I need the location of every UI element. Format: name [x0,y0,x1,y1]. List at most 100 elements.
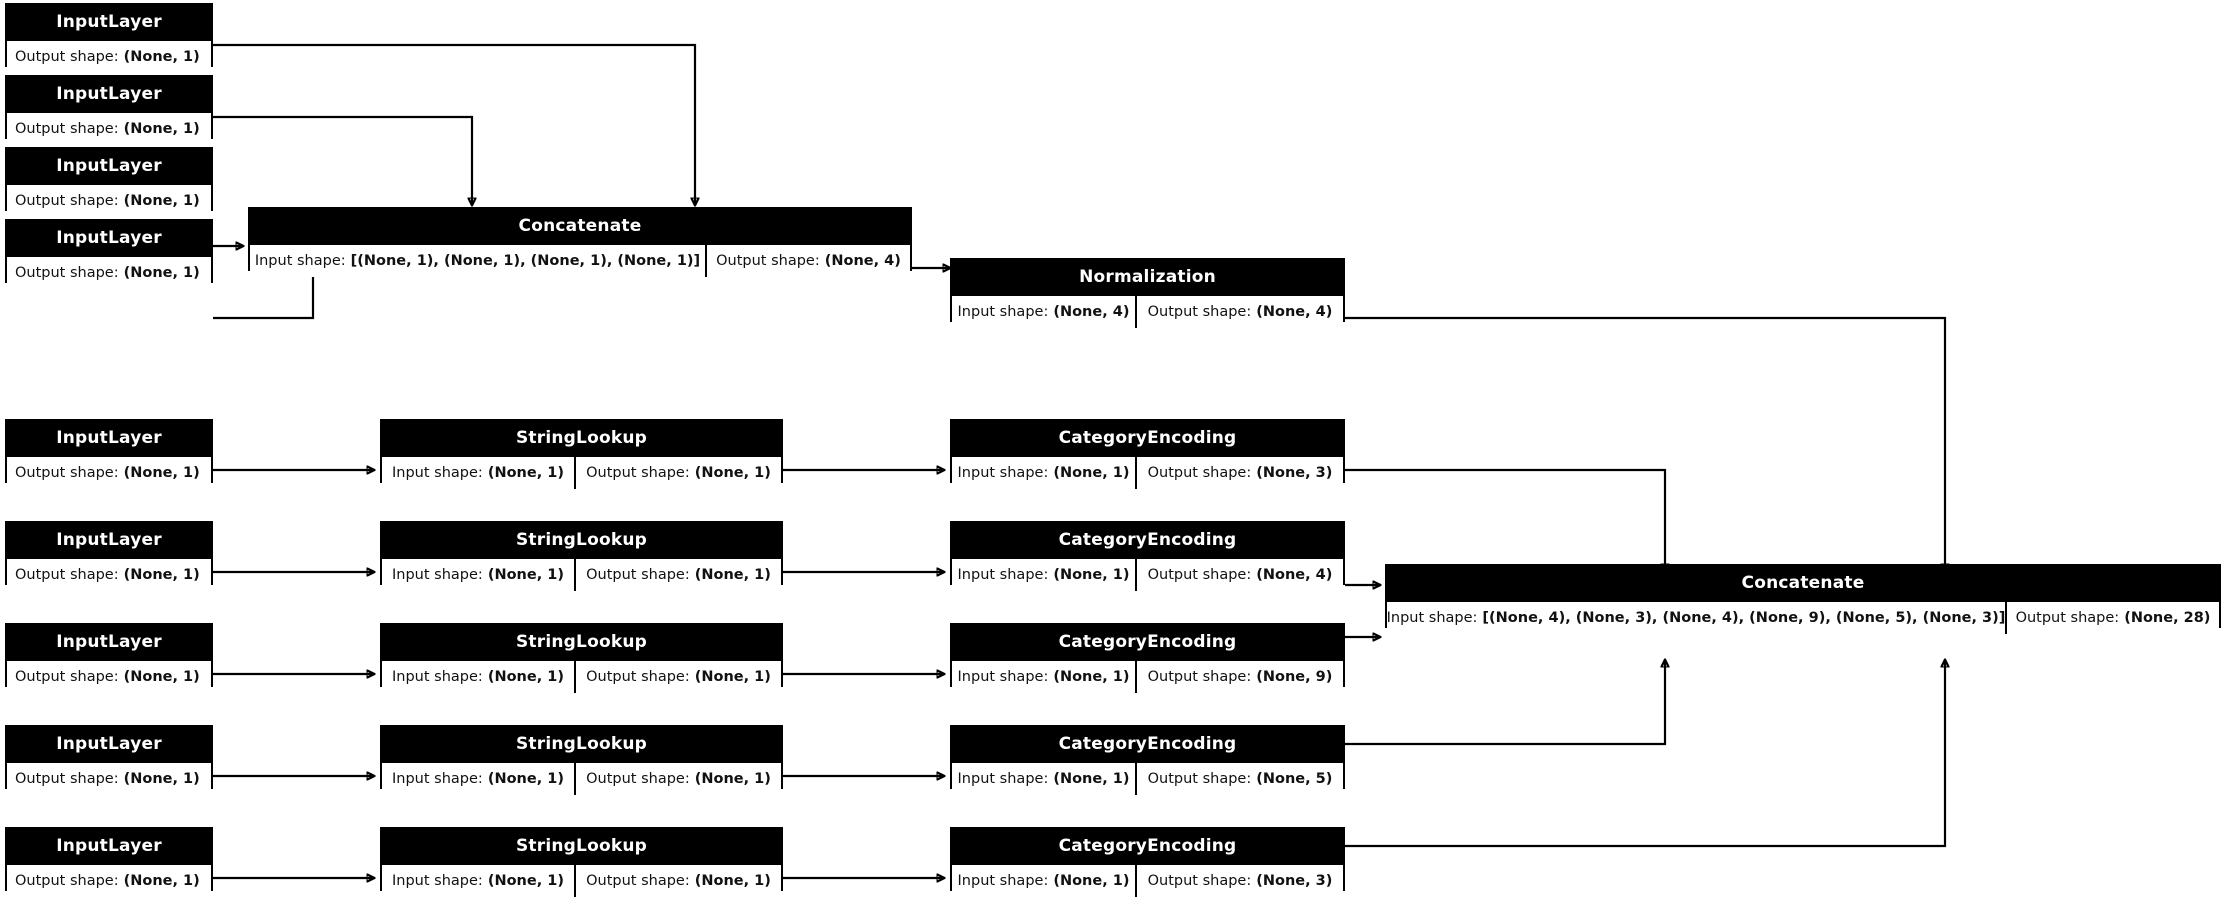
output-shape-label: Output shape: [15,121,119,137]
input-shape-cell: Input shape: (None, 1) [952,763,1135,795]
input-shape-label: Input shape: [957,304,1049,320]
output-shape-label: Output shape: [15,771,119,787]
output-shape-cell: Output shape: (None, 1) [7,113,211,145]
node-stringlookup-1[interactable]: StringLookup Input shape: (None, 1) Outp… [380,419,783,489]
output-shape-label: Output shape: [716,253,820,269]
output-shape-value: (None, 4) [1256,567,1333,583]
input-shape-cell: Input shape: (None, 1) [952,559,1135,591]
output-shape-cell: Output shape: (None, 1) [7,185,211,217]
input-shape-label: Input shape: [392,465,483,481]
output-shape-value: (None, 5) [1256,771,1333,787]
node-title: InputLayer [7,625,211,659]
output-shape-label: Output shape: [2015,610,2120,626]
output-shape-value: (None, 1) [123,465,200,481]
node-categoryencoding-4[interactable]: CategoryEncoding Input shape: (None, 1) … [950,725,1345,795]
node-inputlayer-1[interactable]: InputLayer Output shape: (None, 1) [5,3,213,73]
node-inputlayer-7[interactable]: InputLayer Output shape: (None, 1) [5,623,213,693]
input-shape-label: Input shape: [957,669,1049,685]
output-shape-cell: Output shape: (None, 4) [705,245,910,277]
input-shape-label: Input shape: [957,567,1049,583]
output-shape-label: Output shape: [1147,669,1252,685]
input-shape-cell: Input shape: (None, 1) [382,457,574,489]
node-title: InputLayer [7,421,211,455]
output-shape-label: Output shape: [1147,771,1252,787]
input-shape-cell: Input shape: (None, 1) [952,865,1135,897]
node-title: Concatenate [1387,566,2219,600]
input-shape-cell: Input shape: (None, 4) [952,296,1135,328]
input-shape-cell: Input shape: [(None, 4), (None, 3), (Non… [1387,602,2005,634]
node-categoryencoding-3[interactable]: CategoryEncoding Input shape: (None, 1) … [950,623,1345,693]
node-title: StringLookup [382,421,781,455]
output-shape-cell: Output shape: (None, 1) [7,257,211,289]
output-shape-cell: Output shape: (None, 1) [574,865,781,897]
edge-norm-concat2 [1345,316,1945,571]
node-stringlookup-5[interactable]: StringLookup Input shape: (None, 1) Outp… [380,827,783,897]
input-shape-value: (None, 1) [487,771,564,787]
input-shape-label: Input shape: [1387,610,1478,626]
node-title: CategoryEncoding [952,421,1343,455]
input-shape-label: Input shape: [957,771,1049,787]
node-inputlayer-5[interactable]: InputLayer Output shape: (None, 1) [5,419,213,489]
output-shape-value: (None, 1) [694,567,771,583]
output-shape-label: Output shape: [1147,304,1252,320]
input-shape-value: [(None, 1), (None, 1), (None, 1), (None,… [350,253,701,269]
node-inputlayer-6[interactable]: InputLayer Output shape: (None, 1) [5,521,213,591]
output-shape-value: (None, 1) [123,873,200,889]
node-inputlayer-4[interactable]: InputLayer Output shape: (None, 1) [5,219,213,289]
output-shape-cell: Output shape: (None, 1) [574,457,781,489]
output-shape-label: Output shape: [586,567,690,583]
node-title: StringLookup [382,625,781,659]
node-concatenate-2[interactable]: Concatenate Input shape: [(None, 4), (No… [1385,564,2221,634]
output-shape-cell: Output shape: (None, 1) [7,763,211,795]
output-shape-value: (None, 9) [1256,669,1333,685]
node-stringlookup-2[interactable]: StringLookup Input shape: (None, 1) Outp… [380,521,783,591]
node-title: InputLayer [7,5,211,39]
node-inputlayer-8[interactable]: InputLayer Output shape: (None, 1) [5,725,213,795]
node-title: Concatenate [250,209,910,243]
output-shape-value: (None, 1) [123,265,200,281]
output-shape-label: Output shape: [15,465,119,481]
node-title: StringLookup [382,523,781,557]
node-categoryencoding-2[interactable]: CategoryEncoding Input shape: (None, 1) … [950,521,1345,591]
output-shape-cell: Output shape: (None, 4) [1135,296,1343,328]
output-shape-value: (None, 1) [123,669,200,685]
edge-ce5-concat2 [1345,660,1945,848]
node-title: InputLayer [7,727,211,761]
node-title: StringLookup [382,727,781,761]
node-categoryencoding-1[interactable]: CategoryEncoding Input shape: (None, 1) … [950,419,1345,489]
output-shape-value: (None, 1) [694,771,771,787]
node-categoryencoding-5[interactable]: CategoryEncoding Input shape: (None, 1) … [950,827,1345,897]
input-shape-label: Input shape: [957,873,1049,889]
node-title: InputLayer [7,523,211,557]
input-shape-value: [(None, 4), (None, 3), (None, 4), (None,… [1482,610,2005,626]
node-stringlookup-3[interactable]: StringLookup Input shape: (None, 1) Outp… [380,623,783,693]
node-concatenate-1[interactable]: Concatenate Input shape: [(None, 1), (No… [248,207,912,277]
output-shape-value: (None, 3) [1256,465,1333,481]
output-shape-cell: Output shape: (None, 1) [7,661,211,693]
node-stringlookup-4[interactable]: StringLookup Input shape: (None, 1) Outp… [380,725,783,795]
node-normalization[interactable]: Normalization Input shape: (None, 4) Out… [950,258,1345,328]
edge-ce1-concat2 [1345,468,1665,571]
input-shape-cell: Input shape: (None, 1) [952,457,1135,489]
input-shape-value: (None, 1) [1053,567,1130,583]
input-shape-label: Input shape: [392,873,483,889]
output-shape-value: (None, 1) [123,49,200,65]
output-shape-label: Output shape: [586,669,690,685]
node-inputlayer-3[interactable]: InputLayer Output shape: (None, 1) [5,147,213,217]
output-shape-label: Output shape: [1147,465,1252,481]
input-shape-value: (None, 1) [1053,771,1130,787]
input-shape-cell: Input shape: (None, 1) [382,865,574,897]
input-shape-cell: Input shape: (None, 1) [382,661,574,693]
output-shape-cell: Output shape: (None, 9) [1135,661,1343,693]
output-shape-cell: Output shape: (None, 1) [574,559,781,591]
input-shape-value: (None, 1) [487,465,564,481]
node-title: InputLayer [7,221,211,255]
node-inputlayer-2[interactable]: InputLayer Output shape: (None, 1) [5,75,213,145]
output-shape-label: Output shape: [15,669,119,685]
node-title: InputLayer [7,77,211,111]
input-shape-value: (None, 1) [1053,669,1130,685]
output-shape-label: Output shape: [15,567,119,583]
node-inputlayer-9[interactable]: InputLayer Output shape: (None, 1) [5,827,213,897]
output-shape-value: (None, 4) [1256,304,1333,320]
